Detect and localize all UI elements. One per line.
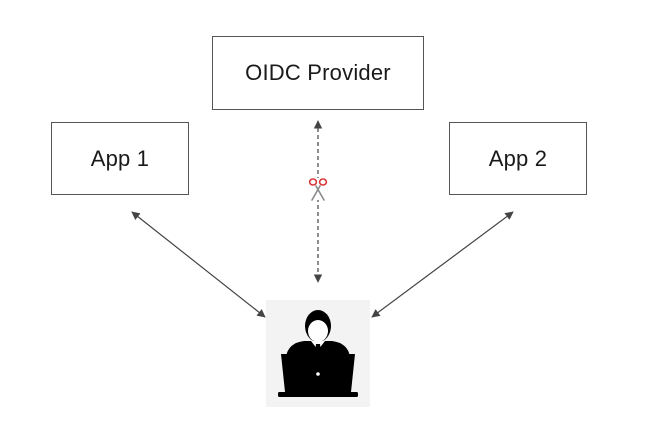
oidc-provider-label: OIDC Provider — [245, 60, 391, 85]
app1-box: App 1 — [51, 122, 189, 195]
app1-label: App 1 — [90, 145, 150, 171]
app2-label: App 2 — [488, 145, 548, 171]
scissors-icon — [308, 178, 328, 201]
edge-user-app2 — [371, 211, 514, 318]
edge-user-app1 — [131, 211, 266, 318]
app2-box: App 2 — [449, 122, 587, 195]
oidc-provider-box: OIDC Provider — [212, 36, 424, 110]
user-with-laptop-icon — [278, 310, 358, 397]
